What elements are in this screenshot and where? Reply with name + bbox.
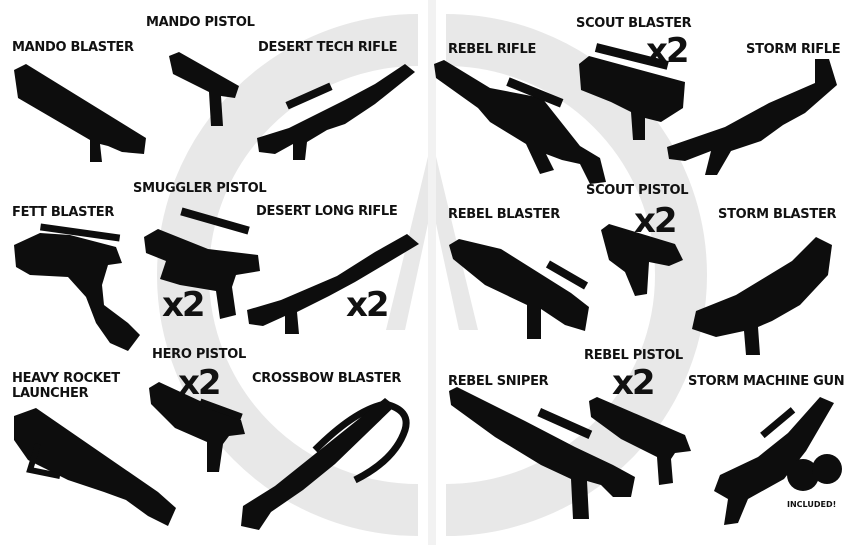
mando-blaster-icon — [14, 64, 146, 162]
rebel-blaster-icon — [449, 239, 589, 339]
heavy-rocket-launcher-icon — [14, 408, 176, 526]
included-note: INCLUDED! — [787, 500, 837, 509]
scout-blaster-icon — [579, 43, 685, 140]
quantity-smuggler-pistol: x2 — [162, 285, 206, 325]
label-heavy-rocket-launcher: HEAVY ROCKET LAUNCHER — [12, 371, 120, 401]
drum-magazine-icon — [787, 454, 842, 491]
scout-pistol-icon — [601, 224, 683, 296]
rebel-pistol-icon — [589, 397, 691, 485]
quantity-rebel-pistol: x2 — [612, 363, 656, 403]
rebel-rifle-icon — [434, 60, 606, 184]
label-desert-long-rifle: DESERT LONG RIFLE — [256, 204, 398, 219]
label-fett-blaster: FETT BLASTER — [12, 205, 115, 220]
label-storm-blaster: STORM BLASTER — [718, 207, 837, 222]
rebel-sniper-icon — [449, 387, 635, 519]
label-scout-blaster: SCOUT BLASTER — [576, 16, 692, 31]
label-rebel-pistol: REBEL PISTOL — [584, 348, 683, 363]
storm-blaster-icon — [692, 237, 832, 355]
label-storm-machine-gun: STORM MACHINE GUN — [688, 374, 845, 389]
crossbow-blaster-icon — [241, 398, 410, 530]
storm-machine-gun-icon — [714, 397, 834, 525]
label-mando-pistol: MANDO PISTOL — [146, 15, 255, 30]
fett-blaster-icon — [14, 223, 140, 351]
label-hero-pistol: HERO PISTOL — [152, 347, 246, 362]
smuggler-pistol-icon — [144, 207, 260, 319]
label-rebel-rifle: REBEL RIFLE — [448, 42, 537, 57]
label-scout-pistol: SCOUT PISTOL — [586, 183, 689, 198]
desert-tech-rifle-icon — [257, 64, 415, 160]
label-desert-tech-rifle: DESERT TECH RIFLE — [258, 40, 398, 55]
quantity-scout-pistol: x2 — [634, 201, 678, 241]
label-rebel-blaster: REBEL BLASTER — [448, 207, 560, 222]
hero-pistol-icon — [149, 382, 245, 472]
label-crossbow-blaster: CROSSBOW BLASTER — [252, 371, 402, 386]
label-smuggler-pistol: SMUGGLER PISTOL — [133, 181, 267, 196]
label-rebel-sniper: REBEL SNIPER — [448, 374, 549, 389]
quantity-desert-long-rifle: x2 — [346, 285, 390, 325]
desert-long-rifle-icon — [247, 234, 419, 334]
storm-rifle-icon — [667, 59, 837, 175]
mando-pistol-icon — [169, 52, 239, 126]
label-storm-rifle: STORM RIFLE — [746, 42, 841, 57]
label-mando-blaster: MANDO BLASTER — [12, 40, 134, 55]
